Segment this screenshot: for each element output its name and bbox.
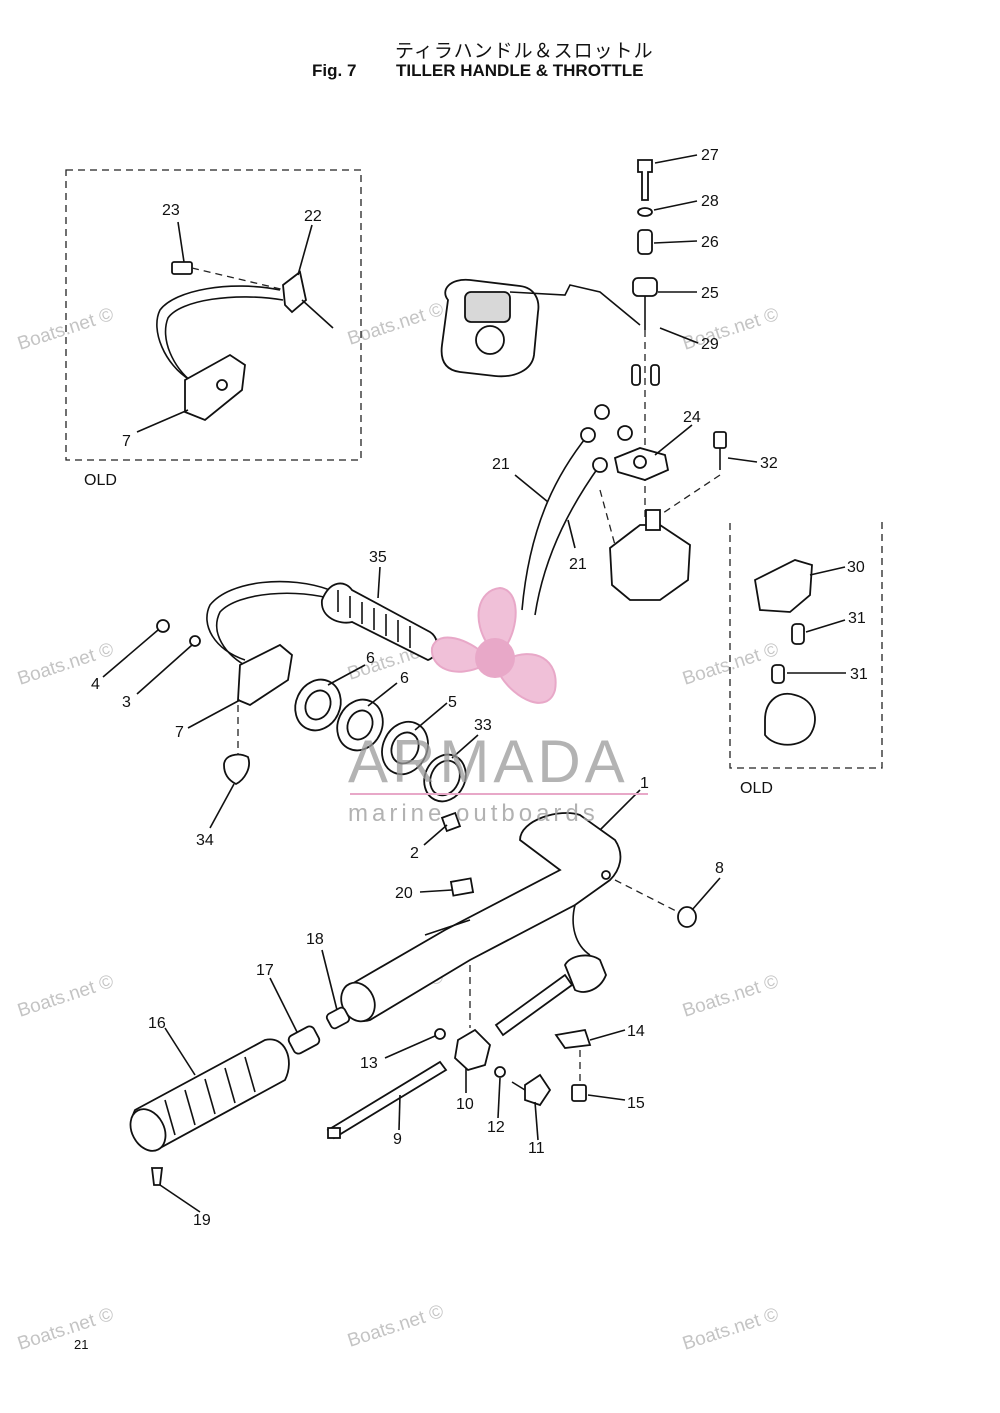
callout: 14 [627,1023,645,1040]
callout: 26 [701,234,719,251]
callout: 20 [395,885,413,902]
callout: 30 [847,559,865,576]
callout: 35 [369,549,387,566]
callout: 27 [701,147,719,164]
callout: 16 [148,1015,166,1032]
callout: 12 [487,1119,505,1136]
old-inset-right [729,522,883,769]
callout: 13 [360,1055,378,1072]
callout: 25 [701,285,719,302]
callout: 32 [760,455,778,472]
watermark: Boats.net © [345,1301,446,1352]
callout: 31 [850,666,868,683]
callout: 21 [492,456,510,473]
watermark: Boats.net © [15,639,116,690]
callout: 9 [393,1131,402,1148]
brand-subtitle: marine outboards [348,800,599,827]
callout: 18 [306,931,324,948]
spring-sleeve [321,582,439,661]
throttle-grip [129,1006,351,1186]
watermark: Boats.net © [345,299,446,350]
callout: 33 [474,717,492,734]
callout: 3 [122,694,131,711]
brand-name: ARMADA [348,728,629,795]
callout: 29 [701,336,719,353]
callout: 22 [304,208,322,225]
callout: 19 [193,1212,211,1229]
callout: 1 [640,775,649,792]
callout: 7 [175,724,184,741]
callout: 24 [683,409,701,426]
callout: 15 [627,1095,645,1112]
throttle-pivot-parts [632,159,658,520]
propeller-logo-icon [430,586,557,704]
title-japanese: ティラハンドル＆スロットル [395,40,654,62]
watermark: Boats.net © [680,1304,781,1355]
title-english: TILLER HANDLE & THROTTLE [396,61,644,80]
watermark: Boats.net © [680,971,781,1022]
callout: 6 [366,650,375,667]
callout: 6 [400,670,409,687]
callout: 34 [196,832,214,849]
old-label-left: OLD [84,472,117,489]
leader-lines [102,154,846,1213]
callout: 7 [122,433,131,450]
callout: 10 [456,1096,474,1113]
tiller-handle [340,812,697,1023]
watermark: Boats.net © [15,1304,116,1355]
inset-stop-switch [156,261,334,422]
page-number: 21 [74,1337,89,1352]
old-inset-left [65,169,362,461]
callout: 21 [569,556,587,573]
callout: 31 [848,610,866,627]
brand-watermark: ARMADA marine outboards [348,586,648,827]
callout: 8 [715,860,724,877]
inset-old-bracket [754,559,816,746]
throttle-cam-bracket [599,364,727,601]
callout: 5 [448,694,457,711]
callout: 17 [256,962,274,979]
callouts: 27 28 26 25 29 23 22 7 24 32 21 21 35 4 … [91,147,868,1229]
throttle-friction-parts [326,811,607,1140]
callout: 11 [528,1140,545,1157]
callout: 28 [701,193,719,210]
old-label-right: OLD [740,780,773,797]
watermark: Boats.net © [15,971,116,1022]
callout: 23 [162,202,180,219]
callout: 4 [91,676,100,693]
figure-number: Fig. 7 [312,61,357,80]
carburetor [440,278,641,378]
seals-and-washers [294,678,467,803]
watermark: Boats.net © [680,304,781,355]
callout: 2 [410,845,419,862]
